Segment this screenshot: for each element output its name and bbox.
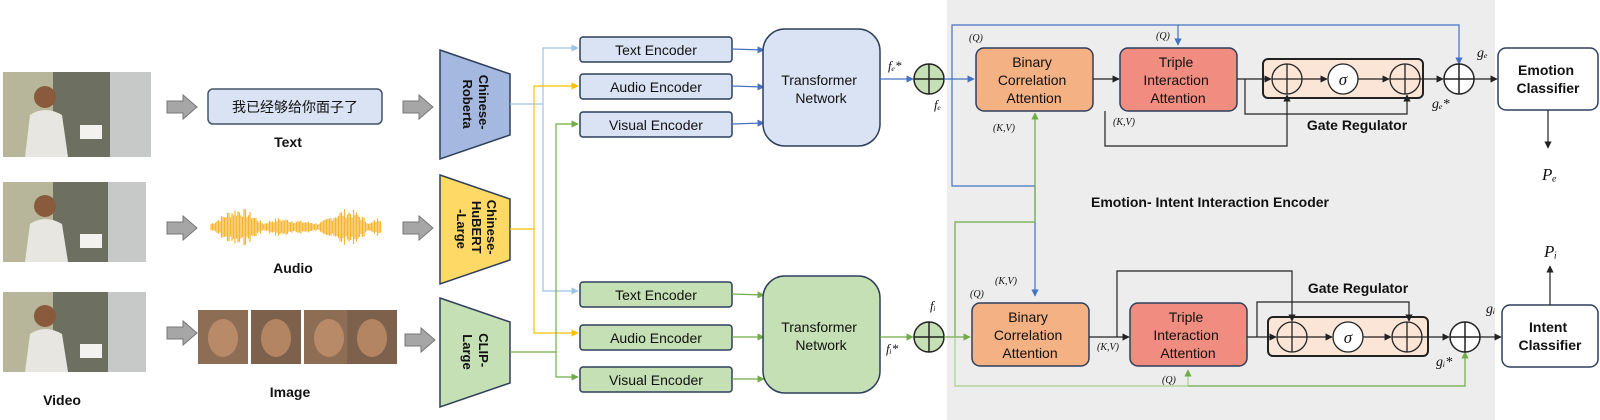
q-label-upper-triple: (Q) [1156,31,1171,42]
sum-node-lower [913,321,945,353]
q-label-lower-binary: (Q) [970,289,985,300]
triple-lower-label: Triple Interaction Attention [1153,309,1222,361]
transformer-upper-label: Transformer Network [781,72,861,106]
gate-regulator-upper-label: Gate Regulator [1307,117,1408,133]
svg-text:σ: σ [1339,70,1348,89]
visual-encoder-upper [579,111,733,138]
fe-star-symbol: fₑ* [888,58,902,73]
triple-upper-label: Triple Interaction Attention [1143,54,1212,106]
backbone-connectors [510,44,579,381]
intent-classifier-label: Intent Classifier [1518,319,1582,353]
sum-node-upper [913,63,945,95]
final-sum-upper [1443,63,1475,95]
gate-upper-sum-2 [1389,63,1421,95]
input-arrows [166,93,436,354]
q-label-upper-binary: (Q) [969,33,984,44]
gi-symbol: gᵢ [1486,302,1495,317]
visual-encoder-upper-label: Visual Encoder [609,117,703,133]
video-frame-1 [3,72,151,157]
binary-upper-label: Binary Correlation Attention [998,54,1070,106]
gate-upper-sum-1 [1271,63,1303,95]
text-encoder-lower-label: Text Encoder [615,287,697,303]
video-label: Video [43,392,81,408]
gate-regulator-lower-label: Gate Regulator [1308,280,1409,296]
audio-encoder-upper-label: Audio Encoder [610,79,702,95]
gate-upper-sigma: σ [1327,63,1359,95]
kv-label-upper-binary: (K,V) [993,123,1016,134]
text-input-snippet: 我已经够给你面子了 [232,99,358,115]
fi-star-symbol: fᵢ* [886,341,899,356]
ge-symbol: gₑ [1477,46,1488,61]
q-label-lower-triple: (Q) [1162,375,1177,386]
clip-large-label: CLIP- Large [460,333,491,371]
triple-interaction-attention-lower [1129,302,1248,367]
chinese-roberta-label: Chinese- Roberta [460,75,491,134]
text-encoder-upper-label: Text Encoder [615,42,697,58]
text-label: Text [274,134,302,150]
transformer-lower-label: Transformer Network [781,319,861,353]
pi-symbol: Pᵢ [1543,242,1557,261]
audio-label: Audio [273,260,313,276]
fi-symbol: fᵢ [930,298,936,313]
chinese-hubert-label: Chinese- HuBERT -Large [454,200,499,259]
video-frame-3 [3,292,146,372]
emotion-classifier [1497,47,1599,111]
emotion-classifier-label: Emotion Classifier [1516,62,1580,96]
intent-classifier [1501,304,1599,368]
transformer-network-upper [762,28,881,147]
clip-large-backbone [439,296,511,409]
encoder-to-transformer-arrows [731,46,765,383]
gate-lower-sum-1 [1276,321,1308,353]
chinese-roberta-backbone [439,48,511,161]
audio-encoder-lower-label: Audio Encoder [610,330,702,346]
chinese-hubert-backbone [439,173,511,286]
visual-encoder-lower-label: Visual Encoder [609,372,703,388]
binary-correlation-attention-lower [971,302,1090,367]
pe-symbol: Pₑ [1541,165,1557,184]
svg-text:σ: σ [1344,328,1353,347]
gi-star-symbol: gᵢ* [1436,355,1452,370]
face-images [198,310,397,364]
kv-label-upper-triple: (K,V) [1113,117,1136,128]
fe-symbol: fₑ [934,97,941,112]
gate-lower-sigma: σ [1332,321,1364,353]
image-label: Image [270,384,311,400]
gate-upper-lines [1104,75,1444,147]
binary-lower-label: Binary Correlation Attention [994,309,1066,361]
final-sum-lower [1449,321,1481,353]
interaction-encoder-title: Emotion- Intent Interaction Encoder [1091,194,1330,210]
text-input-box [207,88,383,125]
ge-star-symbol: gₑ* [1432,97,1450,112]
gate-lower-lines [1116,270,1450,341]
audio-waveform [210,208,382,246]
transformer-network-lower [762,275,881,394]
interaction-routing-lines [944,24,1469,387]
video-frame-2 [3,182,146,262]
kv-label-lower-triple: (K,V) [1097,342,1120,353]
gate-lower-sum-2 [1391,321,1423,353]
kv-label-lower-binary: (K,V) [995,276,1018,287]
